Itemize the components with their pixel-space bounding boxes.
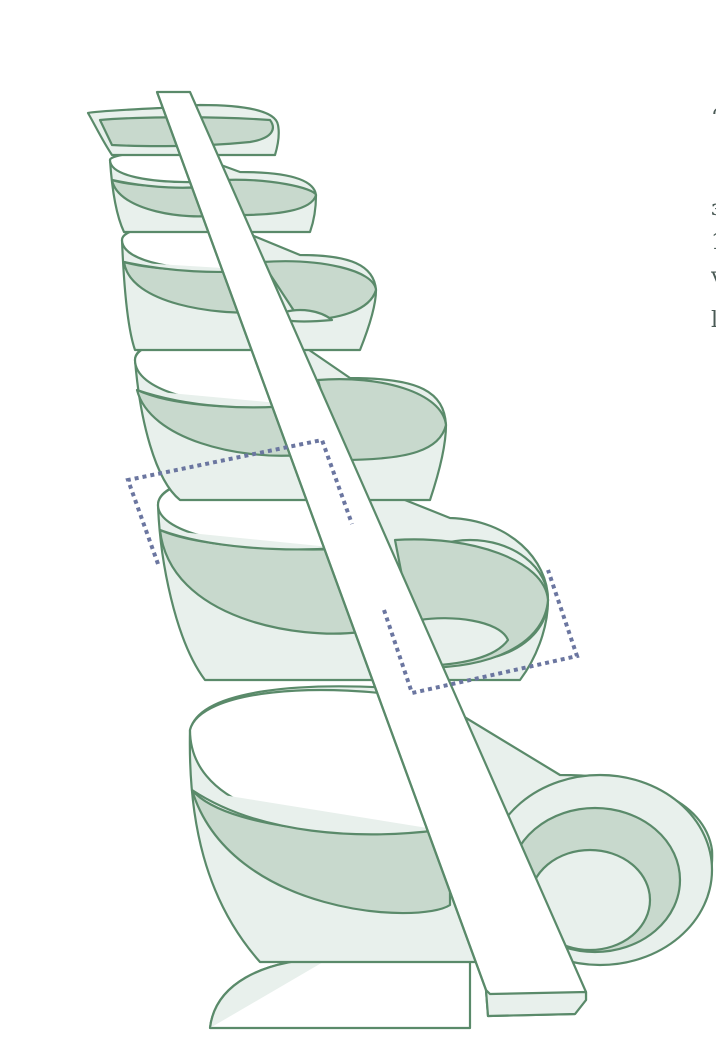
diagonal-strip [155,90,588,1018]
vessel-ring-bottom [208,956,472,1030]
clipped-edge-glyph: ɜ [711,198,716,220]
clipped-edge-glyph: l [711,310,716,332]
clipped-edge-glyph: 1 [711,232,716,254]
clipped-edge-glyph: ‘ [711,108,716,130]
clipped-edge-glyph: v [711,266,716,288]
dotted-highlight-upper [125,437,354,565]
dotted-highlight-lower [382,569,580,696]
